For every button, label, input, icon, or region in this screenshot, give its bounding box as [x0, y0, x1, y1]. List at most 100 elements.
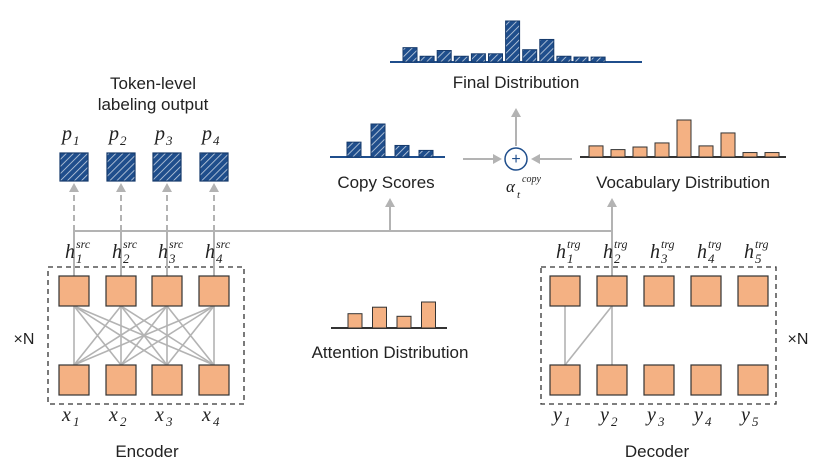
attention-distribution-label: Attention Distribution	[312, 343, 469, 362]
vocabulary-distribution-bar	[720, 132, 736, 158]
output-label-subscript: 2	[120, 133, 127, 148]
final-distribution-label: Final Distribution	[453, 73, 580, 92]
decoder-hidden-node	[737, 275, 769, 307]
decoder-hidden-label-subscript: 4	[708, 251, 715, 266]
encoder-connection-line	[166, 305, 215, 366]
encoder-connection-line	[73, 305, 122, 366]
encoder-hidden-label-superscript: src	[169, 237, 184, 251]
copy-gate-circle	[504, 147, 528, 171]
encoder-input-label-subscript: 1	[73, 414, 80, 429]
alpha-superscript: copy	[522, 174, 541, 185]
label-output-node	[152, 152, 182, 182]
final-distribution-bar	[556, 55, 572, 63]
encoder-connection-line	[73, 305, 215, 366]
final-distribution-bar	[419, 55, 435, 63]
vocabulary-distribution-bar	[676, 119, 692, 158]
vocabulary-distribution-bar	[632, 146, 648, 158]
decoder-input-node	[737, 364, 769, 396]
vocabulary-distribution-label: Vocabulary Distribution	[596, 173, 770, 192]
encoder-hidden-node	[198, 275, 230, 307]
decoder-hidden-label-superscript: trg	[708, 237, 722, 251]
decoder-input-label-subscript: 3	[657, 414, 665, 429]
encoder-hidden-label: h	[158, 241, 168, 263]
vocabulary-distribution-bar	[698, 145, 714, 158]
decoder-hidden-label-subscript: 5	[755, 251, 762, 266]
final-distribution-bar	[453, 55, 469, 63]
output-label: p	[60, 123, 72, 145]
vocabulary-distribution-bar	[742, 152, 758, 158]
final-distribution-bar	[573, 56, 589, 63]
copy-scores-bar	[370, 123, 386, 158]
token-level-label-line1: Token-level	[110, 74, 196, 93]
attention-distribution-bar	[347, 313, 363, 329]
encoder-hidden-label-subscript: 4	[216, 251, 223, 266]
encoder-hidden-label-superscript: src	[216, 237, 231, 251]
encoder-hidden-node	[151, 275, 183, 307]
encoder-hidden-label: h	[65, 241, 75, 263]
copy-scores-bar	[418, 149, 434, 158]
vocabulary-distribution-bar	[588, 145, 604, 158]
decoder-hidden-label-superscript: trg	[661, 237, 675, 251]
encoder-box	[47, 266, 245, 405]
alpha-symbol: α	[506, 177, 516, 196]
encoder-input-label: x	[61, 404, 71, 426]
encoder-connection-line	[73, 305, 168, 366]
final-distribution-bar	[470, 53, 486, 63]
decoder-hidden-label-superscript: trg	[567, 237, 581, 251]
decoder-hidden-node	[596, 275, 628, 307]
final-distribution-bar	[402, 47, 418, 63]
encoder-hidden-label: h	[112, 241, 122, 263]
encoder-input-label-subscript: 2	[120, 414, 127, 429]
final-distribution-bar	[539, 38, 555, 63]
final-distribution-bar	[505, 20, 521, 63]
token-level-label-line2: labeling output	[98, 95, 209, 114]
encoder-input-node	[151, 364, 183, 396]
final-distribution-bar	[436, 50, 452, 63]
copy-scores-bar	[346, 141, 362, 158]
alpha-subscript: t	[517, 189, 521, 201]
vocabulary-distribution-bar	[764, 152, 780, 158]
label-output-node	[106, 152, 136, 182]
final-distribution-bar	[522, 49, 538, 63]
encoder-input-label-subscript: 3	[165, 414, 173, 429]
decoder-hidden-node	[690, 275, 722, 307]
encoder-connection-line	[120, 305, 215, 366]
decoder-hidden-label-superscript: trg	[755, 237, 769, 251]
decoder-input-label-subscript: 2	[611, 414, 618, 429]
label-output-node	[199, 152, 229, 182]
decoder-hidden-node	[643, 275, 675, 307]
plus-symbol: +	[511, 151, 520, 168]
decoder-input-label: y	[645, 404, 656, 426]
output-label: p	[107, 123, 119, 145]
encoder-input-node	[198, 364, 230, 396]
decoder-hidden-label: h	[603, 241, 613, 263]
final-distribution-bar	[590, 56, 606, 63]
encoder-hidden-node	[58, 275, 90, 307]
attention-distribution-bar	[396, 315, 412, 329]
encoder-hidden-label-subscript: 1	[76, 251, 83, 266]
decoder-label: Decoder	[625, 442, 690, 461]
decoder-hidden-label-subscript: 2	[614, 251, 621, 266]
decoder-input-node	[549, 364, 581, 396]
decoder-input-label: y	[739, 404, 750, 426]
decoder-hidden-label: h	[697, 241, 707, 263]
decoder-hidden-label: h	[650, 241, 660, 263]
label-output-node	[59, 152, 89, 182]
output-label-subscript: 1	[73, 133, 80, 148]
final-distribution-bar	[488, 53, 503, 63]
encoder-input-label: x	[154, 404, 164, 426]
attention-distribution-bar	[372, 306, 387, 329]
encoder-hidden-label-subscript: 2	[123, 251, 130, 266]
attention-distribution-bar	[421, 301, 436, 329]
decoder-input-label-subscript: 1	[564, 414, 571, 429]
encoder-hidden-label: h	[205, 241, 215, 263]
decoder-hidden-node	[549, 275, 581, 307]
decoder-hidden-label-subscript: 1	[567, 251, 574, 266]
output-label: p	[153, 123, 165, 145]
encoder-hidden-label-subscript: 3	[168, 251, 176, 266]
encoder-repeat-label: ×N	[14, 331, 35, 348]
output-label-subscript: 3	[165, 133, 173, 148]
vocabulary-distribution-bar	[654, 142, 670, 158]
